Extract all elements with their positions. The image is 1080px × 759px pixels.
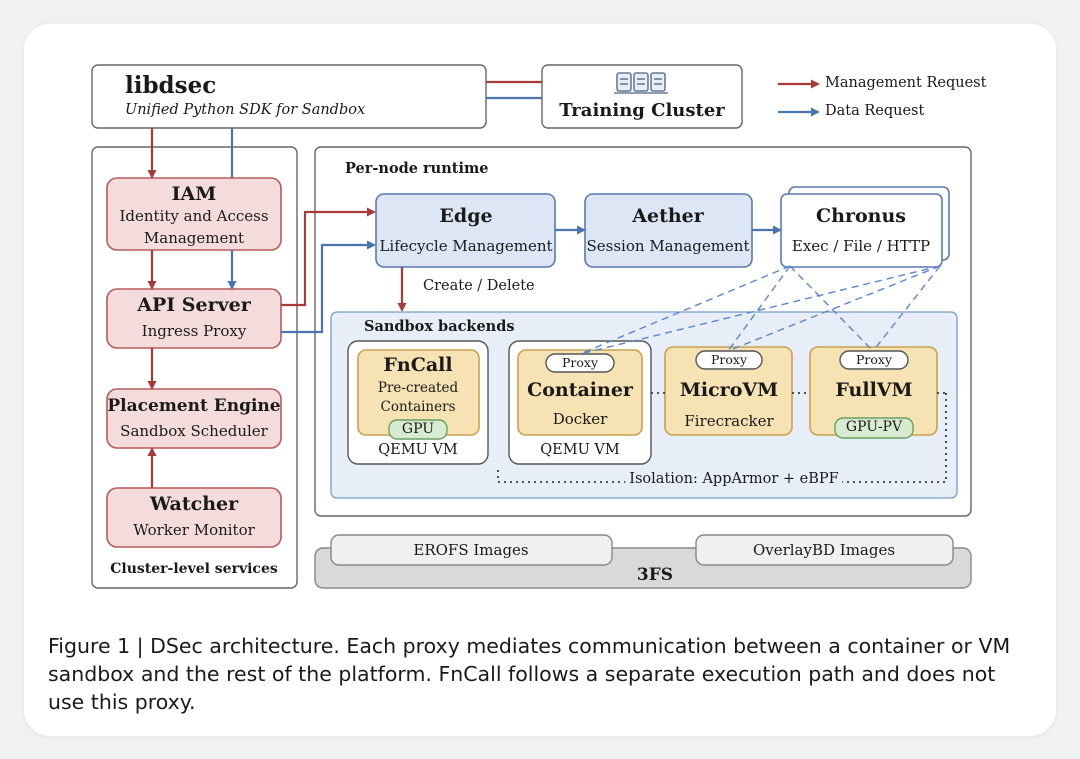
erofs-label: EROFS Images — [413, 541, 529, 559]
cluster-services-title: Cluster-level services — [110, 561, 278, 577]
erofs-box — [330, 534, 613, 566]
legend-management-label: Management Request — [825, 75, 987, 91]
gpu-badge — [388, 419, 448, 440]
microvm-box — [664, 346, 793, 436]
sandbox-backends-title: Sandbox backends — [364, 318, 515, 335]
training-cluster-label: Training Cluster — [559, 100, 725, 121]
fncall-gpu-badge: GPU — [401, 421, 435, 437]
microvm-proxy-pill — [695, 350, 763, 370]
iam-box — [106, 177, 282, 251]
aether-subtitle: Session Management — [586, 237, 750, 255]
cluster-services-group — [91, 146, 298, 589]
container-proxy-pill — [545, 353, 615, 373]
iam-line2: Management — [143, 229, 245, 247]
microvm-proxy-label: Proxy — [710, 352, 748, 367]
container-subtitle: Docker — [552, 410, 608, 428]
create-delete-label: Create / Delete — [423, 278, 535, 294]
watcher-box — [106, 487, 282, 548]
fullvm-proxy-pill — [839, 350, 909, 370]
legend-data-label: Data Request — [825, 103, 925, 119]
libdsec-box — [91, 64, 487, 129]
server-rack-icon — [614, 72, 668, 94]
chronus-title: Chronus — [816, 205, 906, 227]
container-box — [517, 349, 643, 436]
microvm-subtitle: Firecracker — [684, 412, 774, 430]
api-server-subtitle: Ingress Proxy — [141, 322, 247, 340]
edge-title: Edge — [439, 205, 493, 227]
libdsec-title: libdsec — [125, 72, 217, 99]
container-host-label: QEMU VM — [540, 442, 620, 458]
fncall-line1: Pre-created — [377, 380, 459, 396]
iam-line1: Identity and Access — [119, 207, 269, 225]
runtime-title: Per-node runtime — [345, 160, 489, 177]
iam-title: IAM — [171, 183, 217, 205]
placement-subtitle: Sandbox Scheduler — [120, 422, 268, 440]
watcher-subtitle: Worker Monitor — [133, 521, 255, 539]
microvm-title: MicroVM — [679, 379, 779, 401]
overlaybd-label: OverlayBD Images — [752, 541, 896, 559]
fullvm-proxy-label: Proxy — [855, 352, 893, 367]
container-title: Container — [527, 379, 633, 401]
aether-title: Aether — [632, 205, 704, 227]
threefs-label: 3FS — [636, 565, 674, 585]
fncall-line2: Containers — [380, 399, 456, 415]
edge-subtitle: Lifecycle Management — [379, 237, 553, 255]
fullvm-gpu-pv-badge: GPU-PV — [845, 419, 903, 435]
placement-title: Placement Engine — [107, 396, 281, 416]
container-proxy-label: Proxy — [561, 355, 599, 370]
chronus-subtitle: Exec / File / HTTP — [791, 237, 931, 255]
fncall-title: FnCall — [383, 354, 453, 376]
figure-caption: Figure 1 | DSec architecture. Each proxy… — [48, 634, 1011, 714]
fullvm-title: FullVM — [835, 379, 913, 401]
libdsec-subtitle: Unified Python SDK for Sandbox — [125, 102, 366, 118]
api-server-box — [106, 288, 282, 349]
placement-engine-box — [106, 388, 282, 449]
api-server-title: API Server — [137, 294, 251, 316]
watcher-title: Watcher — [149, 493, 239, 515]
fncall-host-label: QEMU VM — [378, 442, 458, 458]
training-cluster-box — [541, 64, 743, 129]
isolation-label: Isolation: AppArmor + eBPF — [625, 471, 843, 487]
overlaybd-box — [695, 534, 954, 566]
gpu-pv-badge — [834, 417, 914, 439]
